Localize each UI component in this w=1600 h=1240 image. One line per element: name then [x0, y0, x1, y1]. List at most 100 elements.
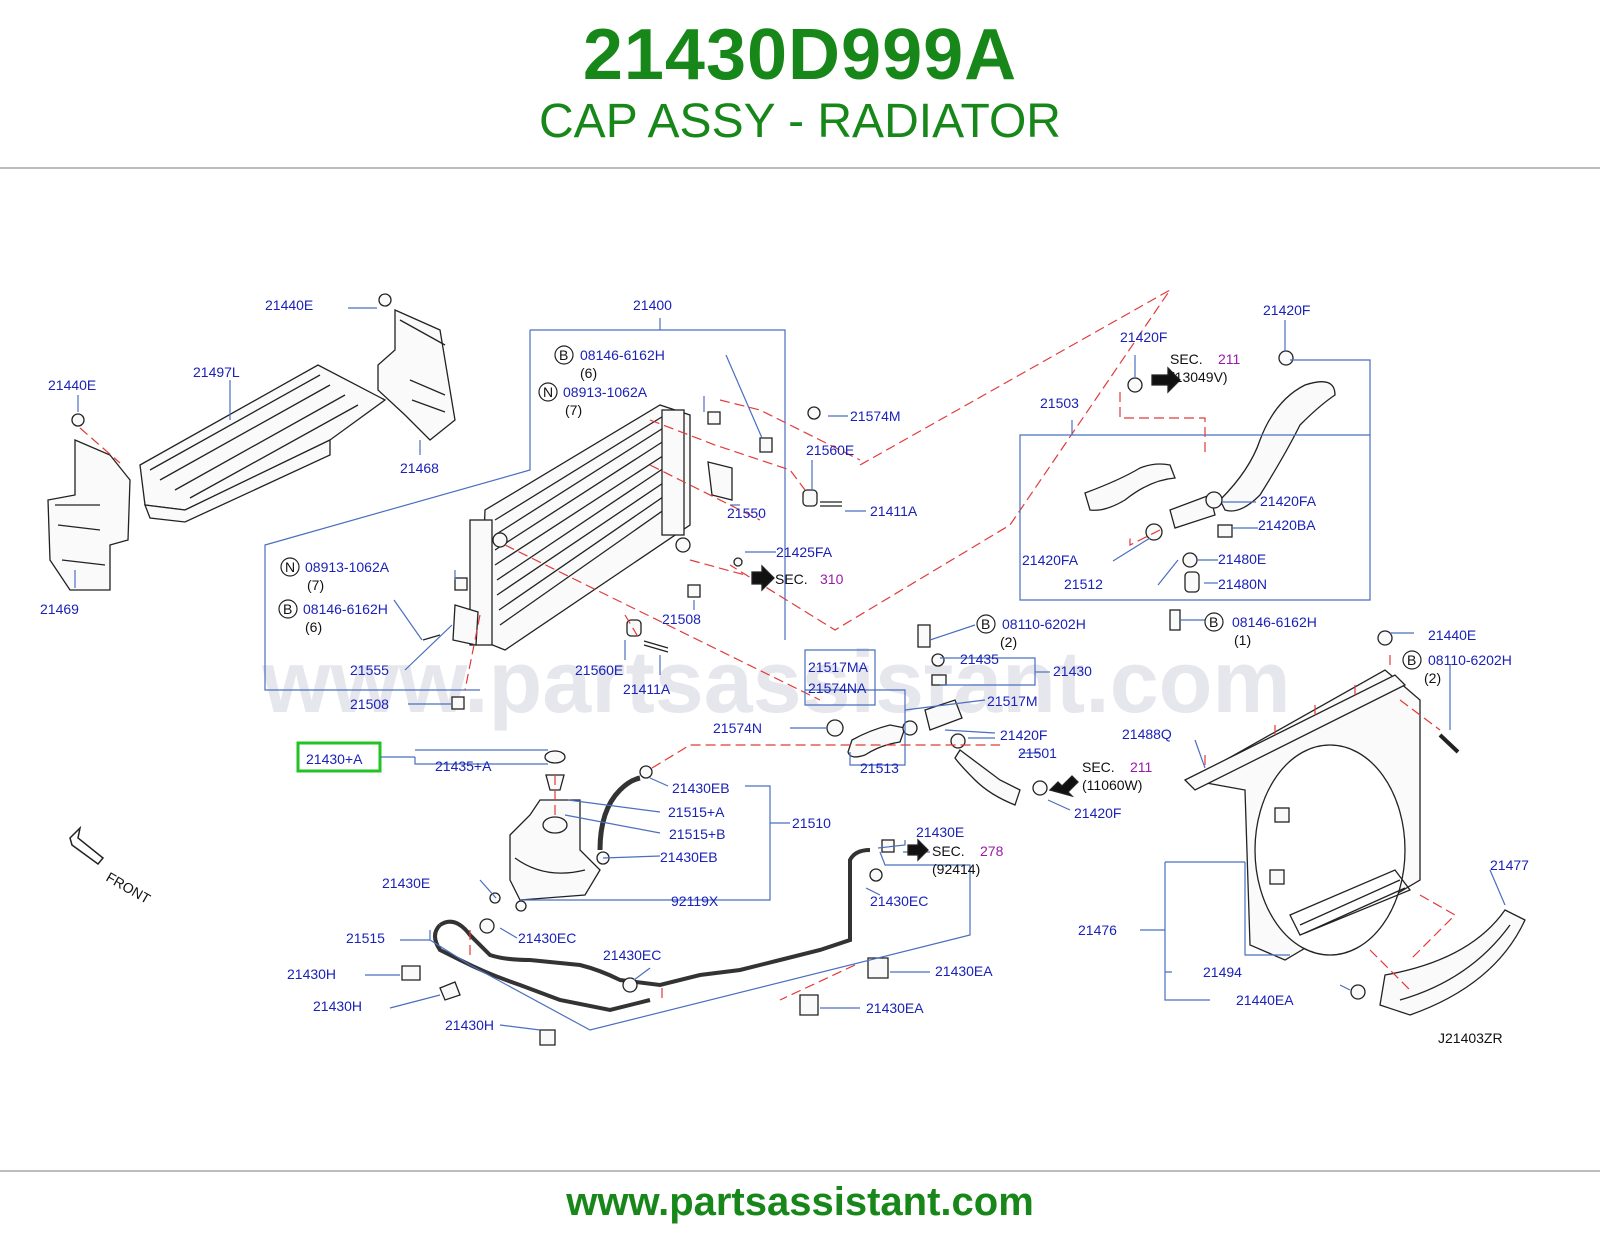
label-21508-b[interactable]: 21508: [662, 611, 701, 627]
bolt-b-letter: B: [559, 347, 568, 363]
sec-code-13049V: (13049V): [1170, 369, 1228, 385]
radiator-drawing: [469, 404, 691, 651]
sec-ref-211-b[interactable]: 211: [1130, 759, 1153, 775]
label-21430EB-a[interactable]: 21430EB: [672, 780, 730, 796]
part-number: 21430D999A: [582, 15, 1018, 95]
label-08146-6162H-c[interactable]: 08146-6162H: [1232, 614, 1317, 630]
sec-ref-278[interactable]: 278: [980, 843, 1004, 859]
label-08110-6202H-b[interactable]: 08110-6202H: [1428, 652, 1512, 668]
label-21420BA[interactable]: 21420BA: [1258, 517, 1316, 533]
bolt-b-icon: [554, 345, 574, 365]
label-21435[interactable]: 21435: [960, 651, 999, 667]
label-21430EC-b[interactable]: 21430EC: [518, 930, 576, 946]
label-21420FA-b[interactable]: 21420FA: [1022, 552, 1079, 568]
label-08110-6202H-a[interactable]: 08110-6202H: [1002, 616, 1086, 632]
label-21476[interactable]: 21476: [1078, 922, 1117, 938]
label-21430EA-a[interactable]: 21430EA: [935, 963, 993, 979]
nut-n-letter: N: [543, 384, 553, 400]
nut-n-icon: [280, 557, 300, 577]
label-21420FA-a[interactable]: 21420FA: [1260, 493, 1317, 509]
bolt-b-icon: [278, 599, 298, 619]
air-guide-21497L-drawing: [139, 364, 387, 523]
sec-label-211-b: SEC.: [1082, 759, 1115, 775]
sec-ref-211-a[interactable]: 211: [1218, 351, 1241, 367]
label-21430EA-b[interactable]: 21430EA: [866, 1000, 924, 1016]
label-21501[interactable]: 21501: [1018, 745, 1057, 761]
label-21440EA[interactable]: 21440EA: [1236, 992, 1294, 1008]
bolt-b-letter: B: [1407, 652, 1416, 668]
label-21430EC-c[interactable]: 21430EC: [603, 947, 661, 963]
label-21550[interactable]: 21550: [727, 505, 766, 521]
label-21430EC-a[interactable]: 21430EC: [870, 893, 928, 909]
label-21440E-a[interactable]: 21440E: [265, 297, 313, 313]
label-21515B[interactable]: 21515+B: [669, 826, 725, 842]
air-guide-21469-drawing: [47, 413, 131, 591]
label-21515A[interactable]: 21515+A: [668, 804, 725, 820]
label-21510[interactable]: 21510: [792, 815, 831, 831]
label-21480N[interactable]: 21480N: [1218, 576, 1267, 592]
shroud-lower-21477-drawing: [1350, 909, 1526, 1016]
label-21440E-c[interactable]: 21440E: [1428, 627, 1476, 643]
bolt-b-letter: B: [981, 616, 990, 632]
label-21494[interactable]: 21494: [1203, 964, 1242, 980]
label-21411A-a[interactable]: 21411A: [870, 503, 918, 519]
label-21515[interactable]: 21515: [346, 930, 385, 946]
label-21468[interactable]: 21468: [400, 460, 439, 476]
label-21517MA[interactable]: 21517MA: [808, 659, 869, 675]
label-21420F-c[interactable]: 21420F: [1000, 727, 1047, 743]
label-21440E-b[interactable]: 21440E: [48, 377, 96, 393]
bolt-b-icon: [1402, 650, 1422, 670]
label-21477[interactable]: 21477: [1490, 857, 1529, 873]
label-21420F-a[interactable]: 21420F: [1263, 302, 1310, 318]
label-21555[interactable]: 21555: [350, 662, 389, 678]
label-21574N[interactable]: 21574N: [713, 720, 762, 736]
label-92119X[interactable]: 92119X: [671, 893, 719, 909]
label-21420F-b[interactable]: 21420F: [1120, 329, 1167, 345]
label-21430H-a[interactable]: 21430H: [287, 966, 336, 982]
label-21411A-b[interactable]: 21411A: [623, 681, 671, 697]
front-label: FRONT: [104, 869, 154, 907]
label-08146-6162H-a[interactable]: 08146-6162H: [580, 347, 665, 363]
label-21560E-a[interactable]: 21560E: [806, 442, 854, 458]
nut-n-letter: N: [285, 559, 295, 575]
label-21574NA[interactable]: 21574NA: [808, 680, 867, 696]
label-21508-a[interactable]: 21508: [350, 696, 389, 712]
label-21430E-a[interactable]: 21430E: [382, 875, 430, 891]
label-21430E-b[interactable]: 21430E: [916, 824, 964, 840]
sec-ref-310[interactable]: 310: [820, 571, 844, 587]
label-21513[interactable]: 21513: [860, 760, 899, 776]
air-guide-21468-drawing: [377, 293, 456, 441]
qty-08110-b: (2): [1424, 670, 1441, 686]
label-21503[interactable]: 21503: [1040, 395, 1079, 411]
label-21574M[interactable]: 21574M: [850, 408, 901, 424]
label-21430[interactable]: 21430: [1053, 663, 1092, 679]
bolt-b-letter: B: [1209, 614, 1218, 630]
label-21430A-highlighted[interactable]: 21430+A: [306, 751, 363, 767]
qty-08146-b: (6): [305, 619, 322, 635]
label-21420F-d[interactable]: 21420F: [1074, 805, 1121, 821]
label-21430H-b[interactable]: 21430H: [313, 998, 362, 1014]
label-21512[interactable]: 21512: [1064, 576, 1103, 592]
label-21435A[interactable]: 21435+A: [435, 758, 492, 774]
label-08146-6162H-b[interactable]: 08146-6162H: [303, 601, 388, 617]
label-21560E-b[interactable]: 21560E: [575, 662, 623, 678]
qty-08913-b: (7): [307, 577, 324, 593]
label-21517M[interactable]: 21517M: [987, 693, 1038, 709]
label-21400[interactable]: 21400: [633, 297, 672, 313]
label-21469[interactable]: 21469: [40, 601, 79, 617]
coolant-pipe-21515-drawing: [401, 839, 895, 1046]
qty-08913-a: (7): [565, 402, 582, 418]
label-08913-1062A-a[interactable]: 08913-1062A: [563, 384, 648, 400]
bolt-b-icon: [976, 614, 996, 634]
label-21430EB-b[interactable]: 21430EB: [660, 849, 718, 865]
label-21480E[interactable]: 21480E: [1218, 551, 1266, 567]
footer-url[interactable]: www.partsassistant.com: [566, 1180, 1034, 1224]
label-08913-1062A-b[interactable]: 08913-1062A: [305, 559, 390, 575]
qty-08146-c: (1): [1234, 632, 1251, 648]
label-21488Q[interactable]: 21488Q: [1122, 726, 1172, 742]
label-21430H-c[interactable]: 21430H: [445, 1017, 494, 1033]
label-21497L[interactable]: 21497L: [193, 364, 240, 380]
label-21425FA[interactable]: 21425FA: [776, 544, 833, 560]
upper-hose-21503-drawing: [1084, 350, 1336, 631]
